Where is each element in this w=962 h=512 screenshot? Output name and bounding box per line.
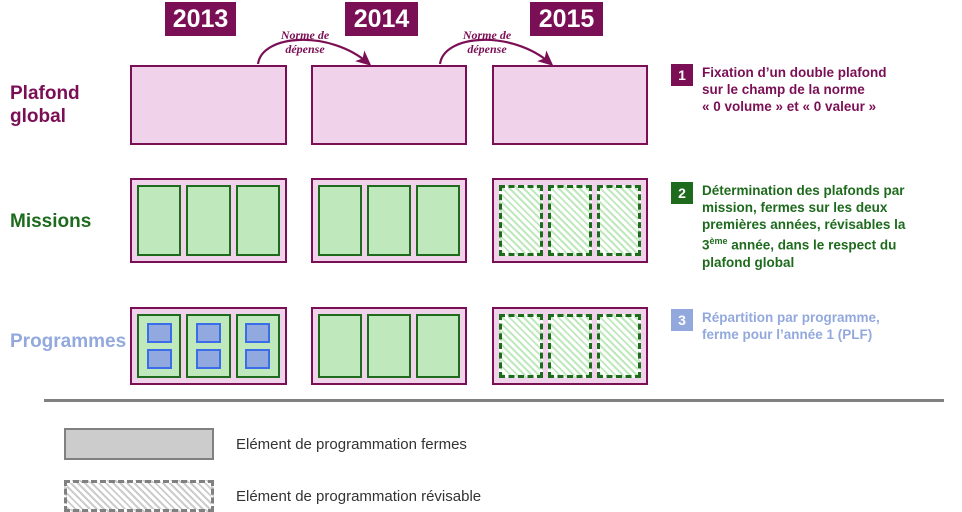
note-text-3: Répartition par programme, ferme pour l’… [702,309,880,343]
note-1-line3: « 0 volume » et « 0 valeur » [702,99,877,114]
legend-item-firm: Elément de programmation fermes [64,428,467,460]
row-label-missions: Missions [10,211,92,232]
note-2-line5: plafond global [702,254,795,270]
note-2-line1: Détermination des plafonds par [702,183,905,198]
programme-square [245,349,271,369]
note-number-badge-1: 1 [671,64,693,86]
plafond-global-box-2013 [130,65,287,145]
programme-mission-cell [416,314,460,378]
legend-label-revisable: Elément de programmation révisable [236,487,482,505]
note-2-line3: premières années, révisables la [702,217,906,232]
legend-swatch-revisable-icon [64,480,214,512]
mission-cell-firm [186,185,231,256]
note-text-2: Détermination des plafonds par mission, … [702,182,905,271]
programme-cell-strip [499,314,641,378]
programme-square [195,349,221,369]
programmes-box-2013 [130,307,287,385]
year-badge-2015: 2015 [530,2,603,36]
missions-box-2014 [311,178,467,263]
mission-cell-revisable [597,185,641,256]
mission-cell-firm [367,185,411,256]
norme-label-line1: Norme de [462,28,512,42]
note-3-line2: ferme pour l’année 1 (PLF) [702,327,873,342]
programme-mission-cell [137,314,182,378]
annotation-note-1: 1 Fixation d’un double plafond sur le ch… [671,64,949,115]
note-2-line2: mission, fermes sur les deux [702,200,888,215]
note-2-line4-superscript: ème [709,236,728,246]
programme-square [146,349,172,369]
annotation-note-3: 3 Répartition par programme, ferme pour … [671,309,949,343]
note-number-badge-3: 3 [671,309,693,331]
programme-square [245,323,271,343]
programmes-box-2014 [311,307,467,385]
programme-cell-revisable [548,314,592,378]
row-label-plafond-global: Plafond global [10,82,130,128]
note-3-line1: Répartition par programme, [702,310,880,325]
norme-label-line2: dépense [467,42,507,56]
row-label-plafond-line1: Plafond [10,83,80,104]
mission-cell-revisable [548,185,592,256]
programme-cell-strip [137,314,280,378]
mission-cell-strip [137,185,280,256]
legend-item-revisable: Elément de programmation révisable [64,480,481,512]
note-1-line2: sur le champ de la norme [702,82,865,97]
norme-label-line2: dépense [285,42,325,56]
row-label-programmes: Programmes [10,331,127,352]
note-text-1: Fixation d’un double plafond sur le cham… [702,64,886,115]
annotation-note-2: 2 Détermination des plafonds par mission… [671,182,956,271]
norme-de-depense-label-1: Norme de dépense [250,28,360,56]
mission-cell-firm [137,185,182,256]
horizontal-divider [44,399,944,402]
note-2-line4-suffix: année, dans le respect du [727,237,897,253]
norme-label-line1: Norme de [280,28,330,42]
row-label-plafond-line2: global [10,106,66,127]
norme-de-depense-label-2: Norme de dépense [432,28,542,56]
note-number-badge-2: 2 [671,182,693,204]
programme-cell-revisable [597,314,641,378]
programme-cell-revisable [499,314,543,378]
note-1-line1: Fixation d’un double plafond [702,65,887,80]
mission-cell-revisable [499,185,543,256]
year-badge-2013: 2013 [165,2,236,36]
missions-box-2013 [130,178,287,263]
programmes-box-2015 [492,307,648,385]
year-badge-2014: 2014 [345,2,418,36]
programme-mission-cell [235,314,280,378]
programme-square [146,323,172,343]
programme-mission-cell [318,314,362,378]
mission-cell-firm [416,185,460,256]
legend-swatch-firm-icon [64,428,214,460]
programme-square [195,323,221,343]
programme-cell-strip [318,314,460,378]
mission-cell-strip [499,185,641,256]
mission-cell-firm [235,185,280,256]
programme-mission-cell [186,314,231,378]
note-2-line4-prefix: 3 [702,237,710,253]
legend-label-firm: Elément de programmation fermes [236,435,467,453]
mission-cell-strip [318,185,460,256]
note-2-line4: 3ème année, dans le respect du [702,233,905,254]
missions-box-2015 [492,178,648,263]
plafond-global-box-2014 [311,65,467,145]
programme-mission-cell [367,314,411,378]
plafond-global-box-2015 [492,65,648,145]
mission-cell-firm [318,185,362,256]
